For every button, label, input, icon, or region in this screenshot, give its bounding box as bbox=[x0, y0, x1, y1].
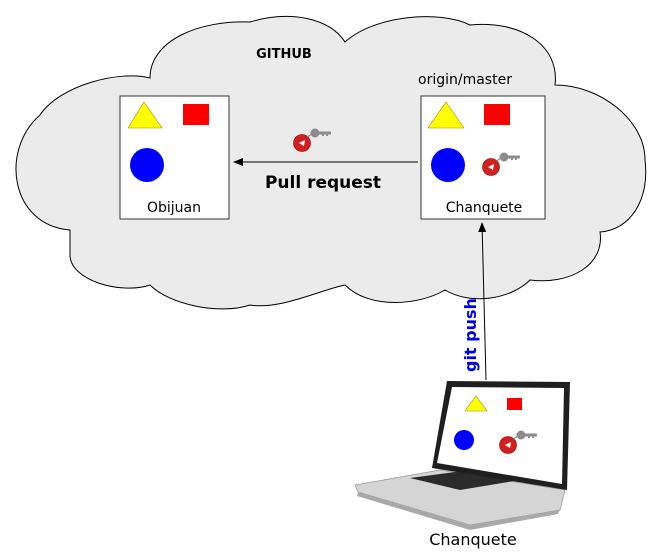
laptop-label: Chanquete bbox=[429, 530, 517, 549]
repo-chanquete-label: Chanquete bbox=[446, 200, 523, 216]
square-icon bbox=[183, 104, 209, 125]
repo-chanquete-remote: Chanquete bbox=[420, 95, 546, 220]
triangle-icon bbox=[464, 395, 488, 412]
cloud-title: GITHUB bbox=[256, 47, 312, 62]
git-push-label: git push bbox=[461, 298, 480, 372]
repo-obijuan: Obijuan bbox=[119, 95, 230, 220]
pull-request-label: Pull request bbox=[265, 173, 381, 193]
circle-icon bbox=[431, 148, 465, 182]
laptop bbox=[354, 381, 570, 530]
branch-label: origin/master bbox=[418, 72, 512, 88]
circle-icon bbox=[130, 148, 164, 182]
github-cloud bbox=[15, 16, 647, 310]
triangle-icon bbox=[127, 101, 163, 129]
repo-obijuan-label: Obijuan bbox=[147, 200, 201, 216]
square-icon bbox=[507, 398, 522, 410]
circle-icon bbox=[454, 430, 474, 450]
git-push-arrow bbox=[478, 222, 487, 381]
triangle-icon bbox=[427, 101, 465, 129]
square-icon bbox=[484, 104, 510, 125]
